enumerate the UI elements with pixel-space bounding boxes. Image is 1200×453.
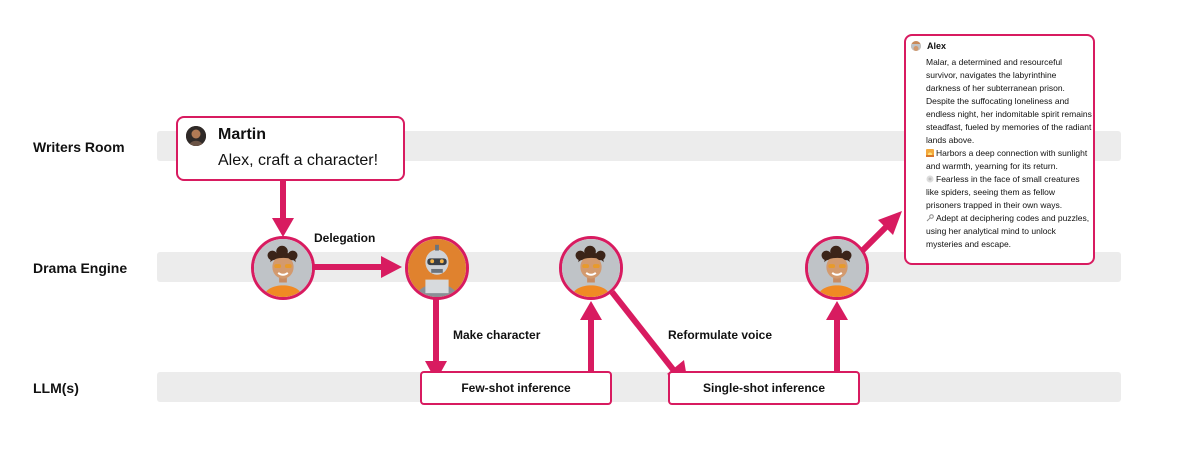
lane-label-drama-engine: Drama Engine: [33, 260, 128, 276]
card-bullet-2: Fearless in the face of small creatures …: [926, 173, 1092, 212]
card-bullet-2-text: Fearless in the face of small creatures …: [926, 174, 1080, 210]
card-body: Malar, a determined and resourceful surv…: [926, 56, 1092, 251]
card-intro: Malar, a determined and resourceful surv…: [926, 57, 1092, 145]
message-box[interactable]: Martin Alex, craft a character!: [176, 116, 405, 181]
alex-avatar-icon: [911, 41, 921, 51]
card-bullet-1: Harbors a deep connection with sunlight …: [926, 147, 1092, 173]
key-icon: [926, 214, 934, 222]
arrowhead-up-2: [826, 301, 848, 320]
card-bullet-3-text: Adept at deciphering codes and puzzles, …: [926, 213, 1090, 249]
person-avatar-icon[interactable]: [805, 236, 869, 300]
martin-avatar-icon: [186, 126, 206, 146]
person-avatar-icon[interactable]: [559, 236, 623, 300]
arrowhead-down-1: [272, 218, 294, 237]
edge-label-make-character: Make character: [453, 328, 541, 342]
character-card[interactable]: Alex Malar, a determined and resourceful…: [904, 34, 1095, 265]
card-name: Alex: [927, 41, 947, 51]
robot-avatar-icon[interactable]: [405, 236, 469, 300]
few-shot-inference-label: Few-shot inference: [461, 381, 571, 395]
arrowhead-right: [381, 256, 402, 278]
sunrise-icon: [926, 149, 934, 157]
lane-label-llms: LLM(s): [33, 380, 79, 396]
message-text: Alex, craft a character!: [218, 152, 379, 169]
few-shot-inference-box[interactable]: Few-shot inference: [420, 371, 612, 405]
spider-icon: [926, 175, 934, 183]
card-bullet-1-text: Harbors a deep connection with sunlight …: [926, 148, 1088, 171]
single-shot-inference-box[interactable]: Single-shot inference: [668, 371, 860, 405]
lane-label-writers-room: Writers Room: [33, 139, 125, 155]
card-bullet-3: Adept at deciphering codes and puzzles, …: [926, 212, 1092, 251]
arrow-agent-to-card: [859, 221, 892, 254]
arrowhead-up-1: [580, 301, 602, 320]
lane-llms: [157, 372, 1121, 402]
arrow-reformulate-voice: [609, 290, 678, 374]
edge-label-reformulate-voice: Reformulate voice: [668, 328, 773, 342]
edge-label-delegation: Delegation: [314, 231, 376, 245]
message-sender-name: Martin: [218, 126, 266, 143]
single-shot-inference-label: Single-shot inference: [702, 381, 826, 395]
person-avatar-icon[interactable]: [251, 236, 315, 300]
arrowhead-diag-up: [878, 211, 902, 235]
